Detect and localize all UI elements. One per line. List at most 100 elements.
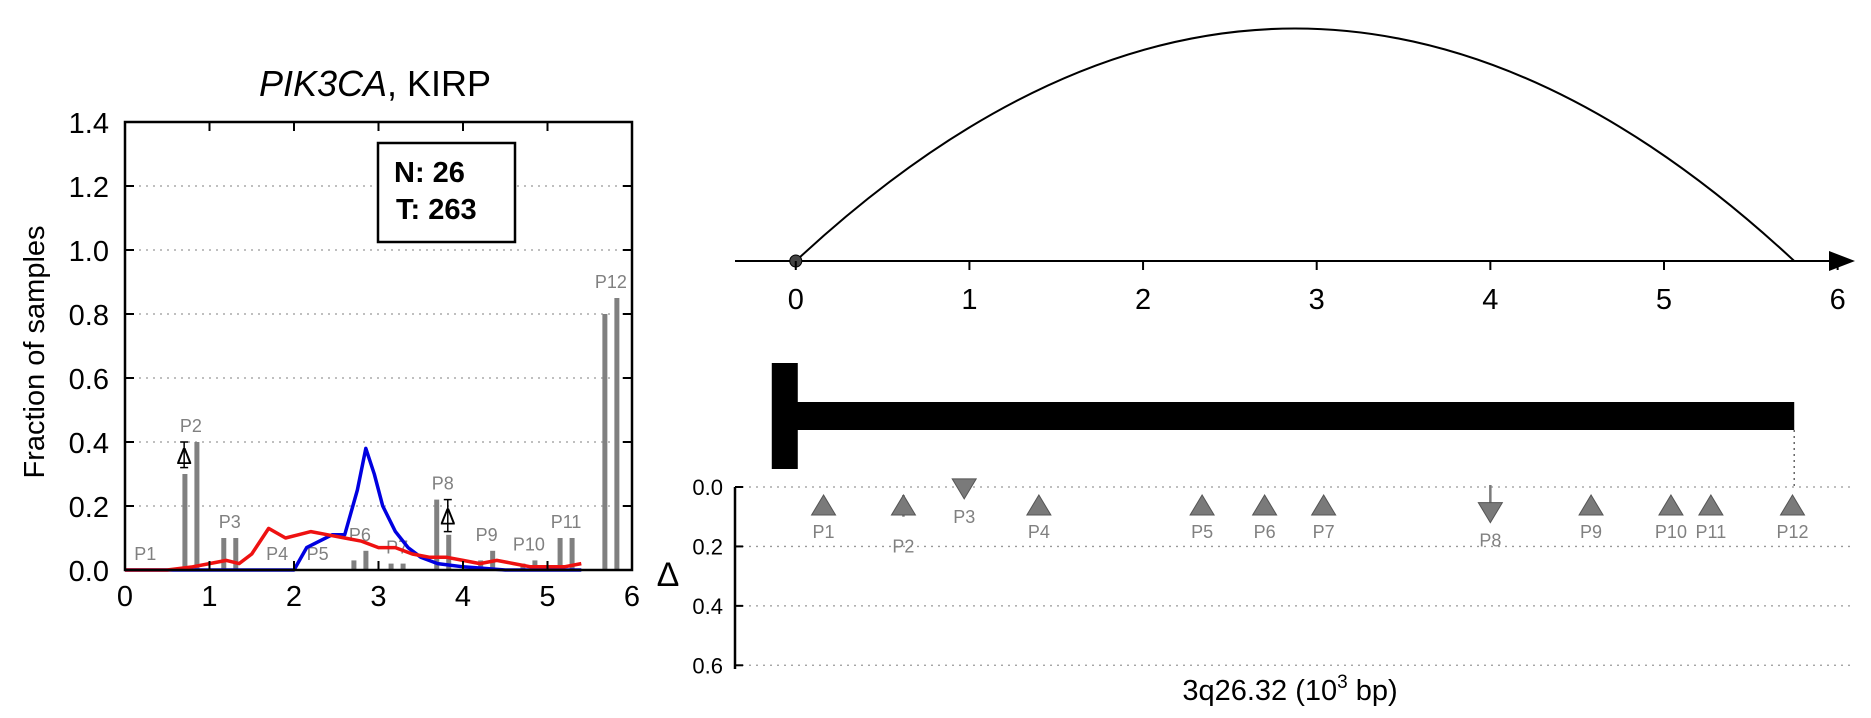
coordinate-tick-label: 3 (1309, 284, 1325, 316)
peak-triangle-up (1658, 494, 1684, 516)
span-arc (795, 27, 1795, 262)
x-axis-label: 3q26.32 (103 bp) (1182, 672, 1397, 707)
coordinate-tick-label: 1 (961, 284, 977, 316)
bar-tumor (363, 550, 369, 570)
bar-normal (557, 538, 563, 570)
peak-triangle-up (1779, 494, 1806, 516)
title-gene: PIK3CA (259, 63, 387, 104)
peak-label: P3 (953, 507, 975, 527)
peak-triangle-down (951, 478, 978, 500)
peak-label: P3 (219, 512, 241, 532)
x-tick-label: 4 (455, 581, 471, 613)
peak-triangle-down (1477, 502, 1504, 524)
bar-tumor (446, 534, 452, 570)
peak-label: P1 (134, 544, 156, 564)
bar-normal (221, 538, 227, 570)
x-tick-label: 6 (624, 581, 640, 613)
bar-normal (434, 499, 440, 570)
legend-normal-count: N: 26 (394, 157, 465, 189)
peak-label: P4 (1028, 522, 1050, 542)
delta-tick-label: 0.0 (692, 475, 723, 500)
y-tick-label: 0.4 (69, 428, 109, 460)
peak-label: P10 (513, 534, 545, 554)
bar-tumor (194, 442, 200, 570)
delta-grid (735, 486, 1855, 666)
peak-label: P10 (1655, 522, 1687, 542)
left-chart: PIK3CA, KIRP Fraction of samples P1P2P3P… (19, 63, 640, 613)
gene-body (795, 402, 1795, 430)
peak-label: P9 (1580, 522, 1602, 542)
bar-tumor (233, 538, 239, 570)
delta-marker: Δ (440, 504, 455, 530)
delta-tick-label: 0.6 (692, 653, 723, 678)
y-tick-label: 0.6 (69, 364, 109, 396)
bar-normal (182, 474, 188, 570)
x-tick-label: 5 (539, 581, 555, 613)
x-axis-label-main: 3q26.32 (10 (1182, 675, 1337, 707)
peak-label: P5 (1191, 522, 1213, 542)
delta-tick-label: 0.2 (692, 534, 723, 559)
x-axis-label-exponent: 3 (1337, 672, 1348, 693)
delta-ticks: 0.0 0.2 0.4 0.6 (692, 475, 743, 678)
peak-label: P8 (432, 474, 454, 494)
delta-marker: Δ (176, 443, 191, 469)
coordinate-tick-label: 6 (1830, 284, 1846, 316)
peak-label: P2 (180, 416, 202, 436)
y-tick-label: 0.8 (69, 300, 109, 332)
fraction-line (125, 526, 582, 572)
x-tick-label: 1 (201, 581, 217, 613)
left-deltas: ΔΔ (176, 441, 455, 533)
x-tick-label: 0 (117, 581, 133, 613)
peak-triangle-up (1310, 494, 1337, 516)
peak-label: P9 (476, 525, 498, 545)
peak-triangle-up (890, 494, 917, 516)
peak-label: P5 (307, 544, 329, 564)
peak-label: P8 (1479, 531, 1501, 551)
peak-triangle-up (1025, 494, 1052, 516)
peak-label: P12 (595, 272, 627, 292)
title-rest: , KIRP (387, 63, 491, 104)
y-axis-label: Fraction of samples (19, 225, 51, 478)
peak-triangle-up (1251, 494, 1278, 516)
bar-tumor (614, 298, 620, 570)
left-bars (182, 298, 620, 570)
peak-label: P1 (813, 522, 835, 542)
peak-triangle-up (1697, 494, 1724, 516)
bar-tumor (569, 538, 575, 570)
peak-label: P11 (1696, 522, 1727, 542)
bar-normal (388, 563, 394, 570)
chart-title: PIK3CA, KIRP (259, 63, 491, 104)
peak-label: P6 (1254, 522, 1276, 542)
peak-triangle-up (1578, 494, 1604, 516)
peak-label: P7 (1313, 522, 1335, 542)
delta-tick-label: 0.4 (692, 594, 723, 619)
peak-triangle-up (1189, 494, 1215, 516)
bar-normal (351, 560, 357, 570)
delta-axis-label: Δ (657, 556, 680, 594)
x-tick-label: 2 (286, 581, 302, 613)
left-ticks: 0.0 0.2 0.4 0.6 0.8 1.0 1.2 1.4 0 1 2 3 4 5 6 (69, 108, 640, 613)
peak-triangle-up (810, 494, 837, 516)
peak-label: P12 (1776, 522, 1808, 542)
y-tick-label: 0.0 (69, 556, 109, 588)
x-tick-label: 3 (370, 581, 386, 613)
axis-arrowhead (1829, 251, 1855, 271)
coordinate-tick-label: 2 (1135, 284, 1151, 316)
y-tick-label: 1.0 (69, 236, 109, 268)
coordinate-tick-label: 0 (788, 284, 804, 316)
sample-legend: N: 26 T: 263 (376, 141, 517, 244)
y-tick-label: 1.2 (69, 172, 109, 204)
legend-tumor-count: T: 263 (396, 194, 477, 226)
peak-label: P2 (892, 537, 914, 557)
legend-box (376, 141, 517, 244)
coordinate-tick-label: 5 (1656, 284, 1672, 316)
y-tick-label: 0.2 (69, 492, 109, 524)
peak-label: P4 (266, 544, 288, 564)
y-tick-label: 1.4 (69, 108, 109, 140)
peak-label: P11 (551, 512, 582, 532)
